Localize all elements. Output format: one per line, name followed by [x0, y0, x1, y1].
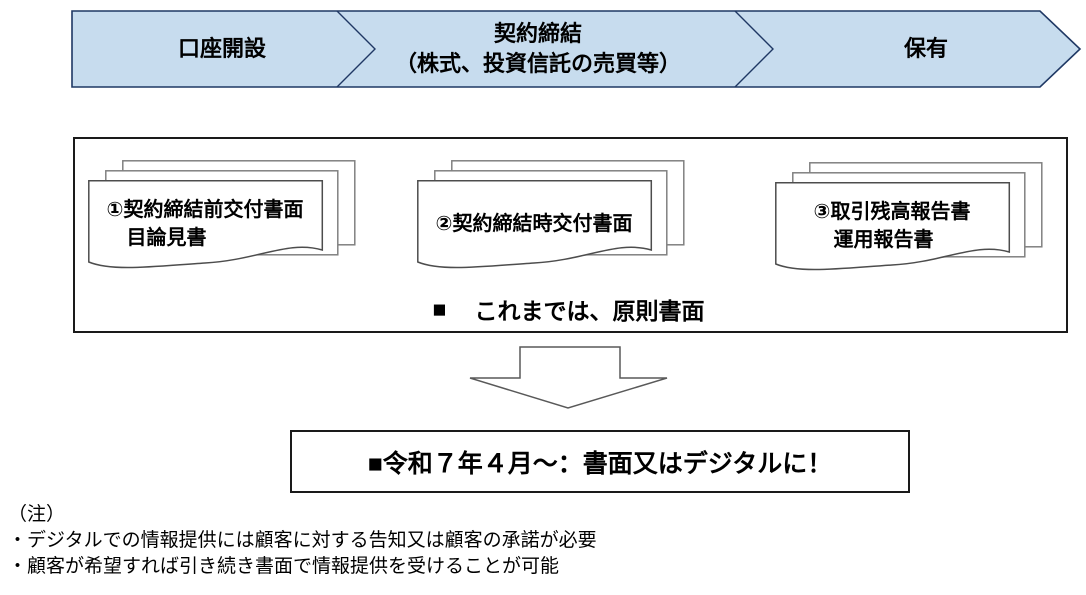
footnote-item: ・デジタルでの情報提供には顧客に対する告知又は顧客の承諾が必要 — [8, 530, 597, 551]
footnotes: （注） ・デジタルでの情報提供には顧客に対する告知又は顧客の承諾が必要 ・顧客が… — [8, 502, 1008, 580]
document-line: 目論見書 — [126, 227, 207, 249]
document-line: ②契約締結時交付書面 — [435, 213, 633, 235]
footnote-heading: （注） — [8, 504, 66, 525]
result-box: ■令和７年４月～：書面又はデジタルに！ — [290, 430, 910, 493]
docs-box-caption: ■ これまでは、原則書面 — [73, 292, 1064, 326]
docs-box-caption-text: これまでは、原則書面 — [474, 298, 705, 324]
process-step-label: 口座開設 — [177, 36, 266, 61]
document-stack-label: ①契約締結前交付書面 目論見書 — [88, 181, 322, 267]
document-line: ①契約締結前交付書面 — [106, 199, 304, 221]
process-step-label: 契約締結 — [493, 21, 582, 46]
process-chevron-band-icon — [71, 10, 1082, 88]
document-line: 運用報告書 — [833, 229, 934, 251]
process-step-sublabel: （株式、投資信託の売買等） — [394, 51, 681, 76]
process-step-holding: 保有 — [773, 11, 1079, 87]
document-stack-icon — [417, 160, 685, 269]
process-step-account-opening: 口座開設 — [72, 11, 372, 87]
document-stack-label: ②契約締結時交付書面 — [417, 181, 651, 267]
document-stack-icon — [775, 162, 1043, 271]
square-bullet-icon: ■ — [432, 295, 447, 322]
process-step-contract-conclusion: 契約締結 （株式、投資信託の売買等） — [340, 11, 736, 87]
footnote-item: ・顧客が希望すれば引き続き書面で情報提供を受けることが可能 — [8, 556, 560, 577]
process-step-label: 保有 — [903, 36, 948, 61]
down-arrow-icon — [469, 346, 668, 409]
document-line: ③取引残高報告書 — [813, 201, 971, 223]
result-box-text: ■令和７年４月～：書面又はデジタルに！ — [367, 449, 833, 478]
document-stack-icon — [88, 160, 356, 269]
document-stack-label: ③取引残高報告書 運用報告書 — [775, 183, 1009, 269]
